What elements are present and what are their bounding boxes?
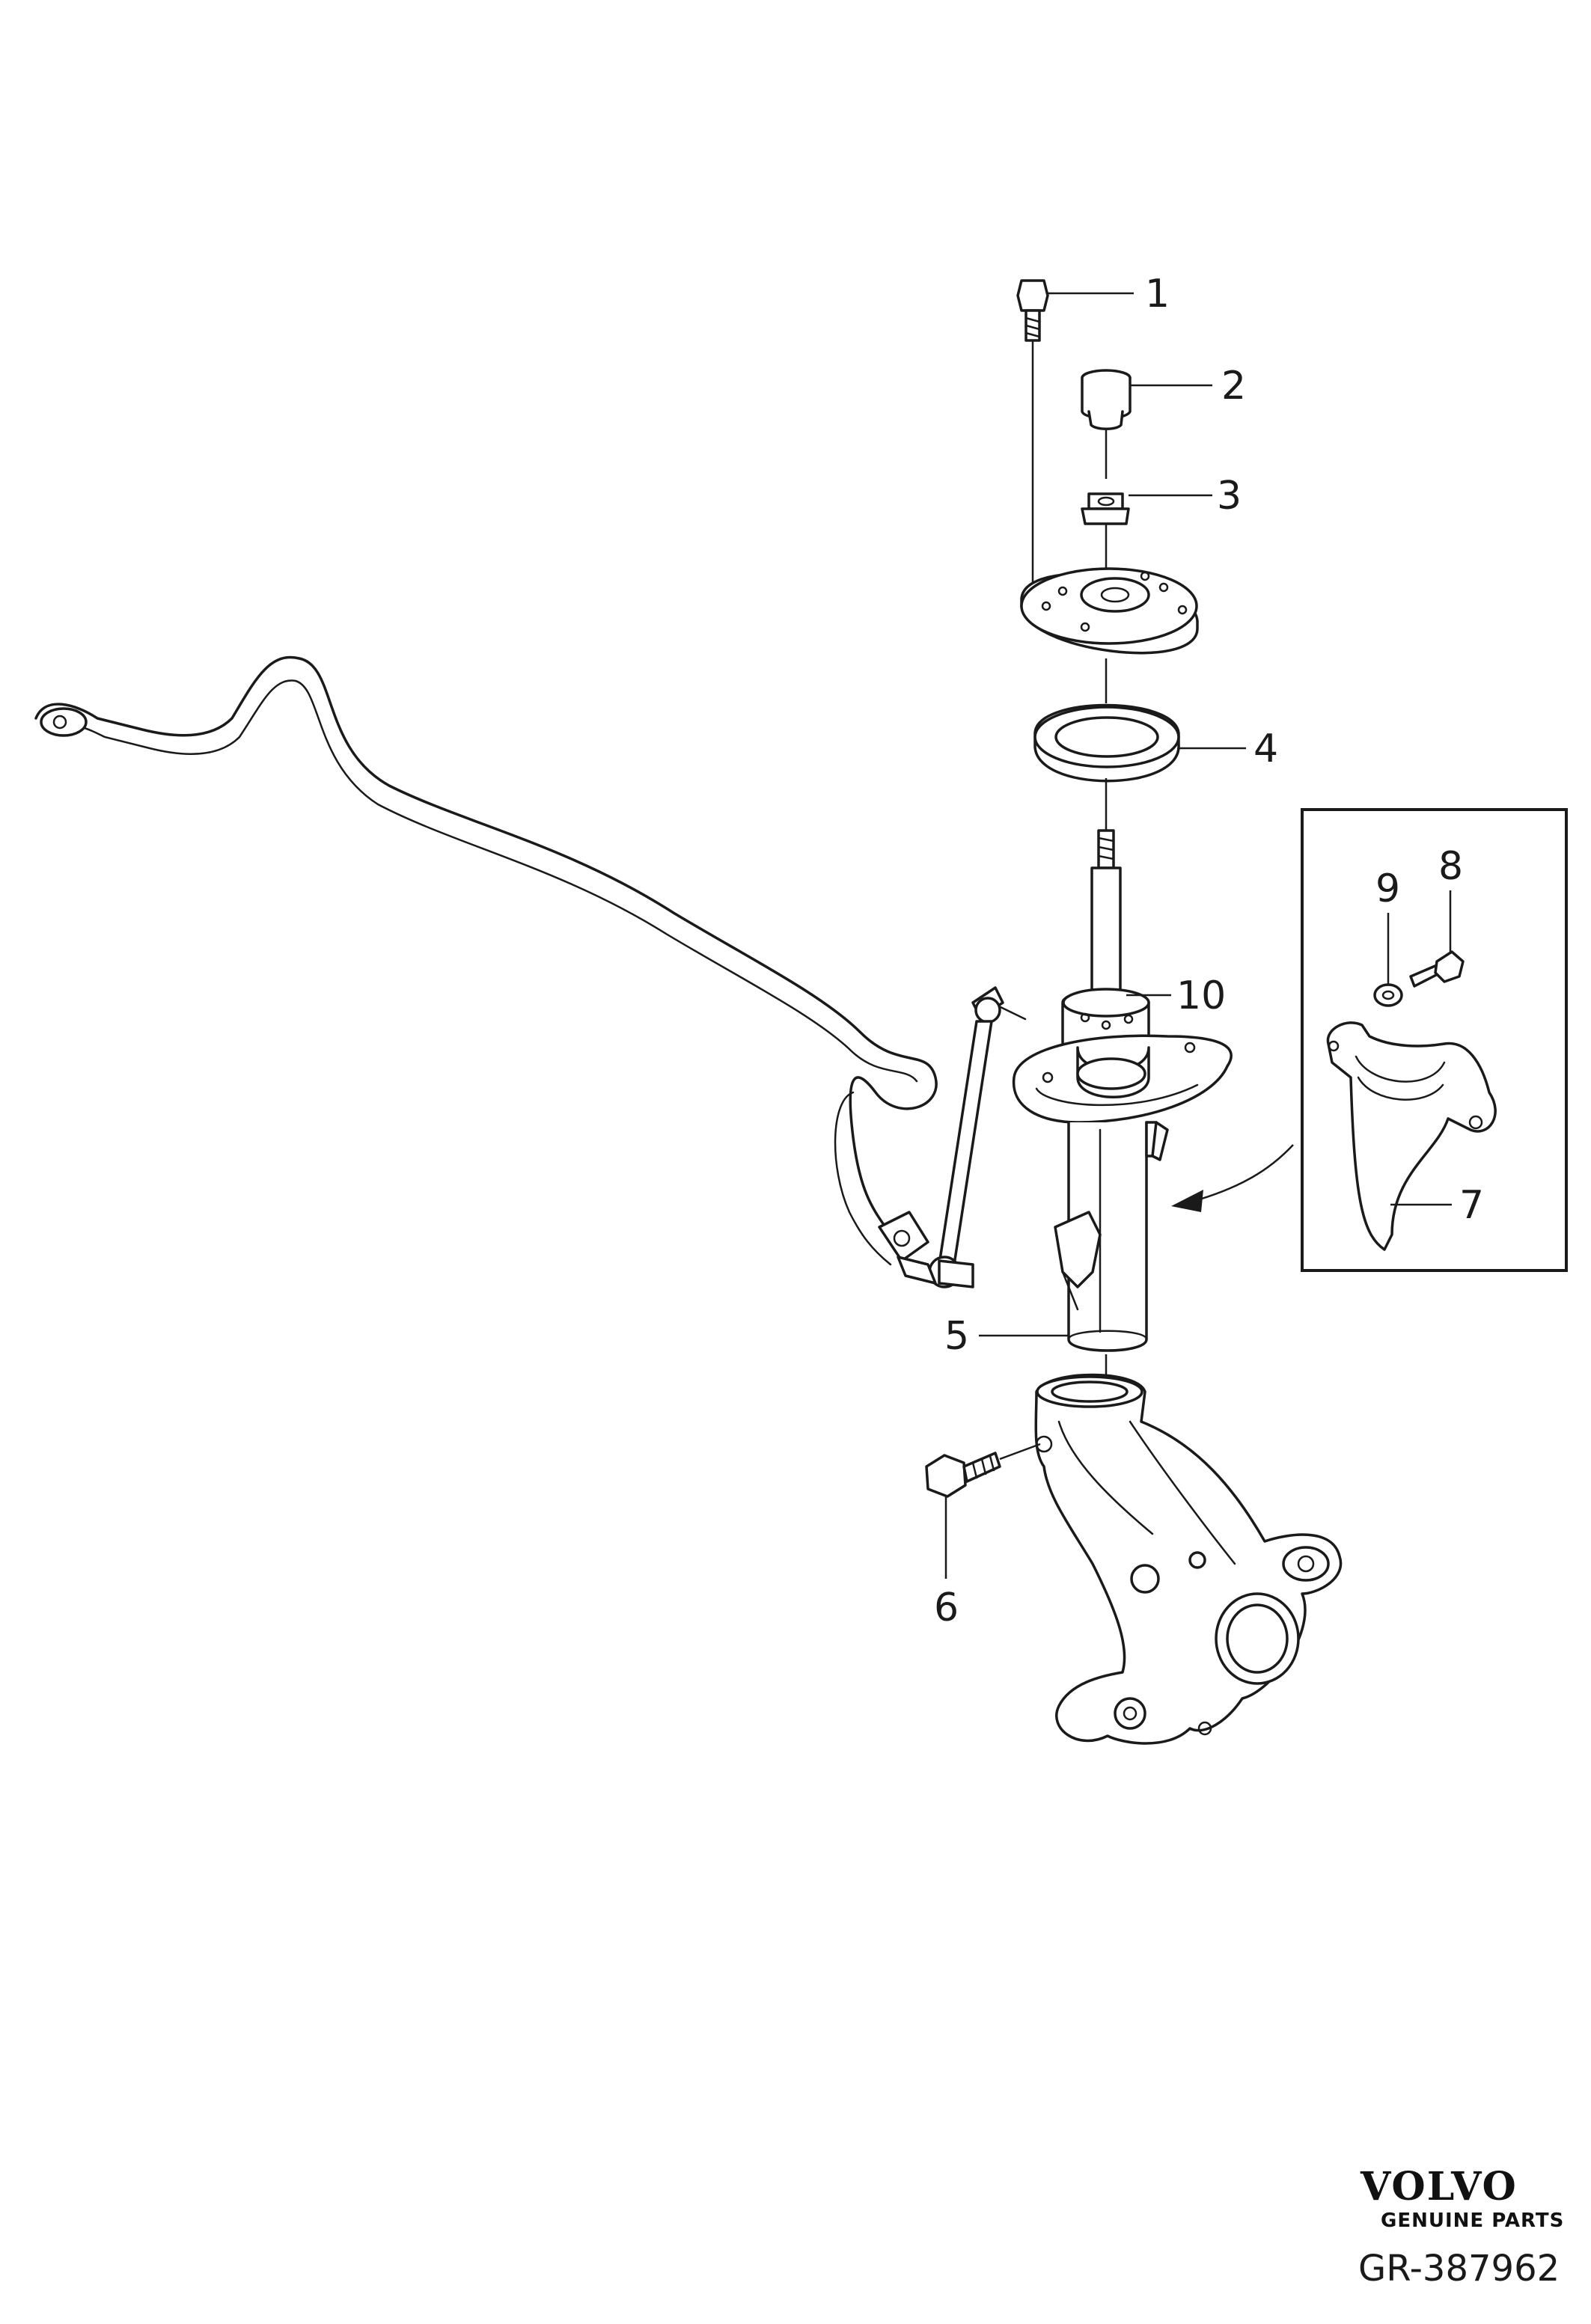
callout-3: 3: [1217, 474, 1242, 519]
part-5-strut: [979, 829, 1233, 1399]
brand-logo: VOLVO: [1360, 2164, 1518, 2210]
part-4-bearing: [1033, 703, 1246, 831]
callout-10: 10: [1176, 973, 1226, 1018]
callout-9: 9: [1375, 866, 1400, 911]
callout-6: 6: [934, 1585, 959, 1630]
steering-knuckle: [1034, 1373, 1343, 1745]
part-3-nut: [1081, 492, 1212, 576]
callout-5: 5: [944, 1314, 969, 1359]
top-mount-plate: [1020, 567, 1199, 703]
detail-arrow: [1171, 1144, 1294, 1212]
part-1-bolt: [1016, 279, 1134, 621]
part-2-cap: [1081, 369, 1212, 479]
callout-8: 8: [1438, 844, 1463, 889]
detail-inset: [1301, 808, 1568, 1272]
diagram-reference: GR-387962: [1358, 2248, 1560, 2290]
part-6-bolt: [925, 1443, 1041, 1579]
stabilizer-link: [897, 986, 1027, 1288]
callout-1: 1: [1145, 272, 1170, 317]
callout-7: 7: [1459, 1183, 1484, 1228]
brand-subtitle: GENUINE PARTS: [1381, 2210, 1564, 2232]
callout-4: 4: [1253, 727, 1278, 771]
callout-2: 2: [1221, 364, 1246, 409]
stabilizer-bar: [34, 655, 938, 1266]
